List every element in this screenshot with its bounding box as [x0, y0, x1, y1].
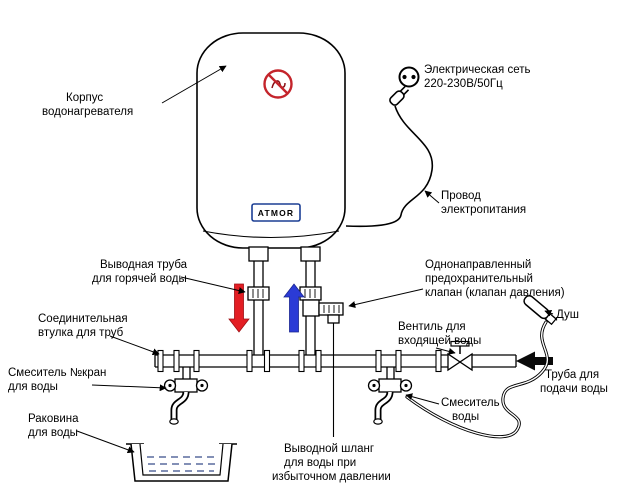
pipe-collar	[375, 349, 382, 373]
brand-label: ATMOR	[258, 208, 295, 218]
sink	[126, 443, 237, 482]
leader-left-mixer	[91, 384, 167, 392]
pipe-collar	[315, 349, 322, 373]
label-mains-2: 220-230В/50Гц	[424, 78, 503, 90]
label-supply-pipe-1: Труба для	[545, 369, 599, 381]
safety-valve	[302, 299, 344, 324]
pipe-collar	[157, 349, 164, 373]
brand-badge: ATMOR	[251, 203, 301, 222]
leader-lines	[76, 65, 554, 454]
label-shower: Душ	[556, 309, 579, 321]
label-left-mixer-2: для воды	[8, 381, 58, 393]
tank-bottom-seam	[202, 230, 340, 239]
label-hot-outlet-1: Выводная труба	[100, 259, 188, 271]
label-sleeve-2: втулка для труб	[38, 327, 124, 339]
power-cord	[345, 105, 433, 228]
label-cord-2: электропитания	[441, 204, 526, 216]
power-socket-icon	[398, 66, 420, 88]
label-cord-1: Провод	[441, 190, 481, 202]
label-safety-valve-3: клапан (клапан давления)	[425, 287, 565, 299]
label-left-mixer-1: Смеситель №кран	[8, 367, 106, 379]
warning-emblem-icon	[263, 69, 293, 99]
leader-safety-valve	[348, 288, 424, 309]
hot-water-arrow	[228, 283, 250, 333]
label-mains-1: Электрическая сеть	[424, 64, 531, 76]
cold-water-arrow	[283, 283, 305, 333]
power-plug-icon	[389, 85, 410, 106]
pipe-collar	[173, 349, 180, 373]
label-inlet-valve-2: входящей воды	[398, 335, 481, 347]
leader-tank-body	[161, 65, 227, 104]
label-inlet-valve-1: Вентиль для	[398, 321, 466, 333]
water-supply-arrow	[516, 351, 553, 371]
shower-hose-inner	[406, 321, 549, 438]
right-mixer-tap	[367, 367, 413, 425]
label-supply-pipe-2: подачи воды	[540, 383, 608, 395]
leader-right-mixer	[405, 393, 440, 405]
tank-outlet-fitting-hot	[248, 246, 269, 262]
leader-hot-outlet	[180, 276, 246, 294]
label-drain-hose-3: избыточном давлении	[272, 471, 391, 483]
water-heater-tank: ATMOR	[196, 32, 346, 262]
label-right-mixer-2: воды	[452, 411, 479, 423]
left-mixer-tap	[163, 367, 209, 425]
hot-water-outlet-pipe	[247, 261, 270, 355]
label-tank-body-1: Корпус	[66, 92, 103, 104]
leader-sleeve	[109, 335, 160, 356]
pipe-collar	[298, 349, 305, 373]
label-drain-hose-1: Выводной шланг	[284, 443, 374, 455]
label-drain-hose-2: для воды при	[284, 457, 356, 469]
pipe-collar	[395, 349, 402, 373]
tank-outlet-fitting-cold	[300, 246, 321, 262]
leader-sink	[76, 430, 135, 454]
leader-shower	[544, 309, 554, 317]
pipe-nut	[299, 286, 322, 301]
label-sink-2: для воды	[28, 427, 78, 439]
label-right-mixer-1: Смеситель	[441, 397, 500, 409]
pipe-nut	[247, 286, 270, 301]
label-safety-valve-2: предохранительный	[425, 273, 533, 285]
label-sleeve-1: Соединительная	[38, 313, 128, 325]
leader-power-cord	[424, 190, 440, 204]
pipe-collar	[435, 349, 442, 373]
label-tank-body-2: водонагревателя	[42, 106, 133, 118]
pipe-collar	[193, 349, 200, 373]
leader-inlet-valve	[435, 347, 456, 355]
label-sink-1: Раковина	[28, 413, 79, 425]
label-safety-valve-1: Однонаправленный	[425, 259, 531, 271]
inlet-valve	[447, 340, 473, 372]
label-hot-outlet-2: для горячей воды	[92, 273, 187, 285]
pipe-collar	[263, 349, 271, 373]
pipe-collar	[246, 349, 253, 373]
